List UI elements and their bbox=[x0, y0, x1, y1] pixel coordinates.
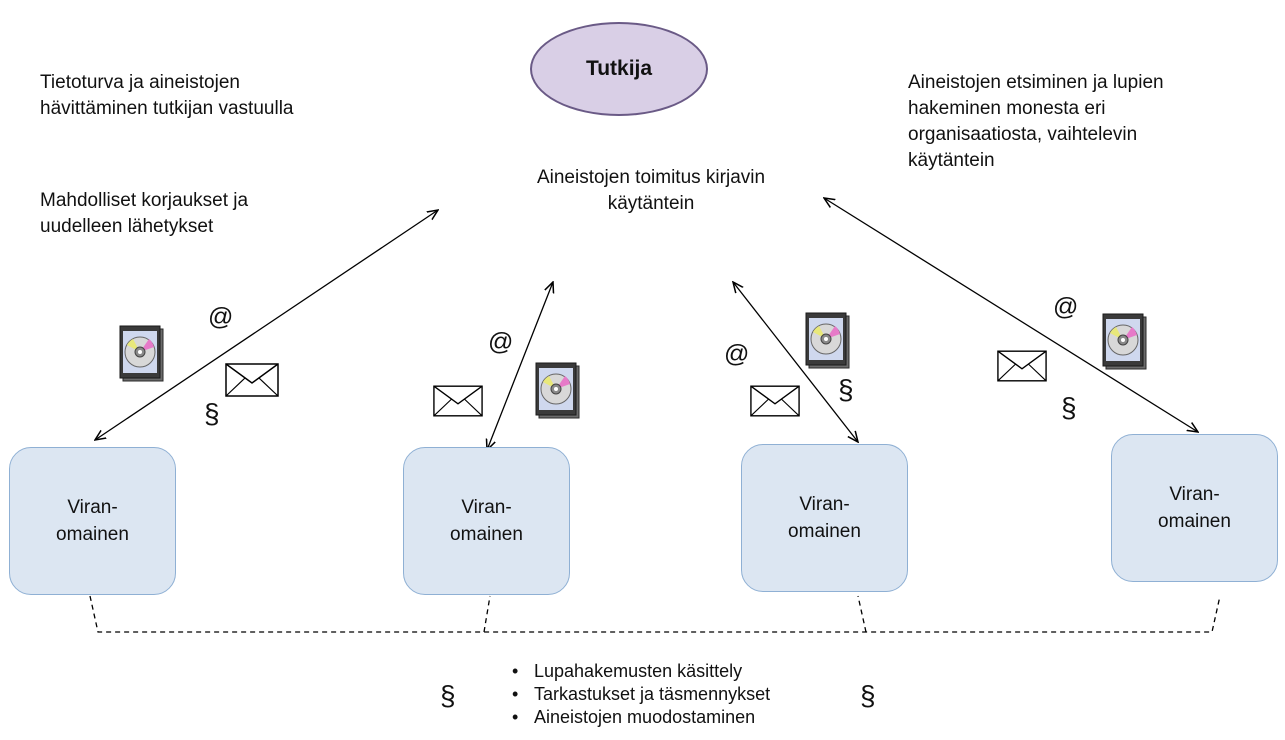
section-symbol: § bbox=[1061, 392, 1077, 423]
authority-box-4: Viran- omainen bbox=[1111, 434, 1278, 582]
cd-disc-icon bbox=[1102, 313, 1147, 370]
section-symbol: § bbox=[860, 680, 876, 711]
arrow-authority-2 bbox=[487, 282, 553, 450]
cd-disc-icon bbox=[535, 362, 580, 419]
envelope-icon bbox=[433, 385, 483, 417]
section-symbol: § bbox=[440, 680, 456, 711]
cd-disc-icon bbox=[119, 325, 164, 382]
authority-box-1: Viran- omainen bbox=[9, 447, 176, 595]
authority-box-2: Viran- omainen bbox=[403, 447, 570, 595]
at-symbol: @ bbox=[488, 328, 514, 356]
envelope-icon bbox=[997, 350, 1047, 382]
dashed-connector bbox=[89, 595, 1221, 633]
note-corrections: Mahdolliset korjaukset ja uudelleen lähe… bbox=[40, 190, 249, 237]
envelope-icon bbox=[225, 363, 279, 397]
envelope-icon bbox=[750, 385, 800, 417]
researcher-node: Tutkija bbox=[530, 22, 708, 116]
arrow-authority-1 bbox=[95, 210, 438, 440]
arrow-authority-4 bbox=[824, 198, 1198, 432]
at-symbol: @ bbox=[1053, 293, 1079, 321]
note-security: Tietoturva ja aineistojen hävittäminen t… bbox=[40, 72, 294, 119]
section-symbol: § bbox=[838, 374, 854, 405]
process-list: Lupahakemusten käsittely Tarkastukset ja… bbox=[512, 660, 770, 729]
note-search: Aineistojen etsiminen ja lupien hakemine… bbox=[908, 72, 1164, 171]
list-item: Aineistojen muodostaminen bbox=[512, 706, 770, 729]
list-item: Lupahakemusten käsittely bbox=[512, 660, 770, 683]
list-item: Tarkastukset ja täsmennykset bbox=[512, 683, 770, 706]
at-symbol: @ bbox=[208, 303, 234, 331]
researcher-label: Tutkija bbox=[585, 57, 653, 80]
note-delivery: Aineistojen toimitus kirjavin käytäntein bbox=[536, 167, 766, 214]
section-symbol: § bbox=[204, 398, 220, 429]
authority-box-3: Viran- omainen bbox=[741, 444, 908, 592]
cd-disc-icon bbox=[805, 312, 850, 369]
at-symbol: @ bbox=[724, 340, 750, 368]
